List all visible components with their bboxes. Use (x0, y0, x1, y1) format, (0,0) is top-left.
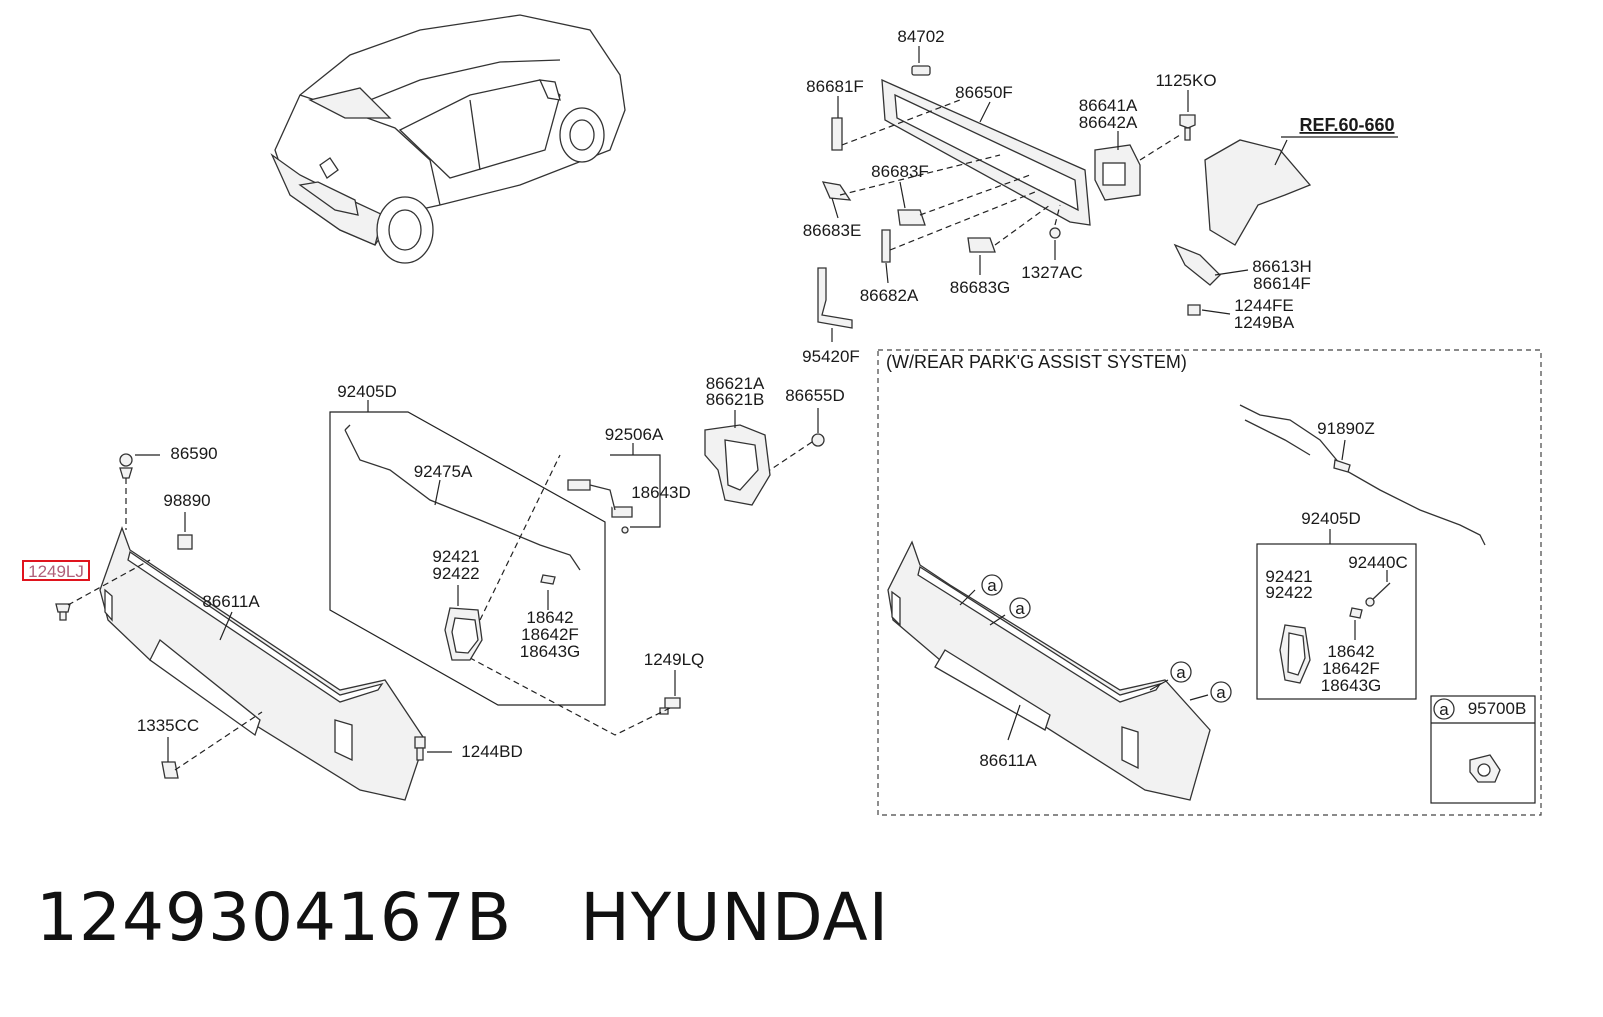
label-86621B[interactable]: 86621B (706, 390, 765, 409)
callout-a: a (1216, 683, 1226, 702)
label-1249LJ[interactable]: 1249LJ (28, 562, 84, 581)
label-86614F[interactable]: 86614F (1253, 274, 1311, 293)
label-86613H[interactable]: 86613H (1252, 257, 1312, 276)
label-92422-park-assist[interactable]: 92422 (1265, 583, 1312, 602)
label-92421[interactable]: 92421 (432, 547, 479, 566)
label-86621A[interactable]: 86621A (706, 374, 765, 393)
label-ref-60-660[interactable]: REF.60-660 (1299, 115, 1394, 135)
park-assist-section-frame (877, 349, 1542, 816)
label-18642F-park-assist[interactable]: 18642F (1322, 659, 1380, 678)
rear-bumper-cover-left (55, 453, 681, 801)
brand-caption: HYUNDAI (580, 878, 890, 956)
label-1244BD[interactable]: 1244BD (461, 742, 522, 761)
part-labels: 84702 86681F 86650F 86641A 86642A 1125KO… (28, 27, 1526, 770)
part-number-caption: 1249304167B (36, 878, 513, 956)
label-18642[interactable]: 18642 (526, 608, 573, 627)
label-18643D[interactable]: 18643D (631, 483, 691, 502)
car-overview-illustration (270, 14, 626, 264)
highlight-box (22, 560, 90, 581)
label-92421-park-assist[interactable]: 92421 (1265, 567, 1312, 586)
label-92405D[interactable]: 92405D (337, 382, 397, 401)
section-title-park-assist: (W/REAR PARK'G ASSIST SYSTEM) (886, 352, 1187, 372)
label-18643G[interactable]: 18643G (520, 642, 581, 661)
label-18642F[interactable]: 18642F (521, 625, 579, 644)
label-91890Z[interactable]: 91890Z (1317, 419, 1375, 438)
label-1249BA[interactable]: 1249BA (1234, 313, 1295, 332)
label-86683F[interactable]: 86683F (871, 162, 929, 181)
label-1244FE[interactable]: 1244FE (1234, 296, 1294, 315)
callout-a: a (987, 576, 997, 595)
label-1335CC[interactable]: 1335CC (137, 716, 199, 735)
callout-a: a (1439, 700, 1449, 719)
callout-a: a (1015, 599, 1025, 618)
label-86682A[interactable]: 86682A (860, 286, 919, 305)
label-86642A[interactable]: 86642A (1079, 113, 1138, 132)
label-92440C[interactable]: 92440C (1348, 553, 1408, 572)
park-assist-section (887, 404, 1536, 804)
label-86611A[interactable]: 86611A (202, 592, 260, 611)
label-1327AC[interactable]: 1327AC (1021, 263, 1082, 282)
label-95420F[interactable]: 95420F (802, 347, 860, 366)
label-92475A[interactable]: 92475A (414, 462, 473, 481)
label-18642-park-assist[interactable]: 18642 (1327, 642, 1374, 661)
label-86650F[interactable]: 86650F (955, 83, 1013, 102)
label-18643G-park-assist[interactable]: 18643G (1321, 676, 1382, 695)
footer-caption: 1249304167B HYUNDAI (36, 872, 889, 962)
label-86683G[interactable]: 86683G (950, 278, 1011, 297)
label-84702[interactable]: 84702 (897, 27, 944, 46)
label-86641A[interactable]: 86641A (1079, 96, 1138, 115)
label-98890[interactable]: 98890 (163, 491, 210, 510)
parts-diagram: 84702 86681F 86650F 86641A 86642A 1125KO… (22, 14, 1542, 816)
label-92506A[interactable]: 92506A (605, 425, 664, 444)
label-92422[interactable]: 92422 (432, 564, 479, 583)
label-86681F[interactable]: 86681F (806, 77, 864, 96)
label-1249LQ[interactable]: 1249LQ (644, 650, 705, 669)
callout-a: a (1176, 663, 1186, 682)
label-86611A-park-assist[interactable]: 86611A (979, 751, 1037, 770)
label-86590[interactable]: 86590 (170, 444, 217, 463)
label-92405D-park-assist[interactable]: 92405D (1301, 509, 1361, 528)
label-1125KO[interactable]: 1125KO (1155, 71, 1216, 90)
label-95700B[interactable]: 95700B (1468, 699, 1527, 718)
bumper-beam-assembly (817, 46, 1398, 342)
wiring-harness-box (329, 400, 825, 706)
label-86655D[interactable]: 86655D (785, 386, 845, 405)
label-86683E[interactable]: 86683E (803, 221, 862, 240)
